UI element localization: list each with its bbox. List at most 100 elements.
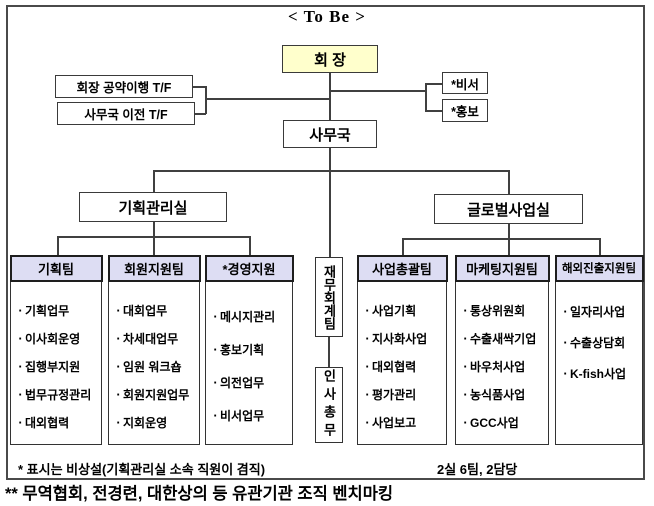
duty-label: 임원 워크숍 [123,359,182,374]
team-column-management-support: *경영지원 ·메시지관리 ·홍보기획 ·의전업무 ·비서업무 [204,254,294,445]
bullet-icon: · [116,414,121,430]
list-item: ·메시지관리 [211,300,291,333]
connector-line [425,83,427,111]
bullet-icon: · [365,302,370,318]
duty-label: 대회업무 [123,303,168,318]
duty-label: 의전업무 [220,376,265,390]
list-item: ·사업기획 [363,296,445,324]
bullet-icon: · [116,386,121,402]
connector-line [402,238,599,240]
bullet-icon: · [213,342,218,357]
staff-box-pr: *홍보 [442,99,488,122]
duty-label: 기획업무 [25,303,70,318]
duty-label: 수출새싹기업 [470,331,537,346]
chart-border [6,5,645,480]
bullet-icon: · [365,386,370,402]
team-header: 마케팅지원팀 [454,254,550,282]
list-item: ·홍보기획 [211,333,291,366]
footnote-double-asterisk: ** 무역협회, 전경련, 대한상의 등 유관기관 조직 벤치마킹 [5,485,394,503]
team-header: 회원지원팀 [107,254,201,282]
list-item: ·K-fish사업 [561,358,641,389]
duty-label: 메시지관리 [220,310,276,324]
duty-label: 지사화사업 [372,331,428,346]
bullet-icon: · [563,304,568,319]
connector-line [249,236,251,256]
connector-line [329,73,331,120]
bullet-icon: · [563,366,568,381]
duty-label: 회원지원업무 [123,387,190,402]
duty-label: 통상위원회 [470,303,526,318]
secretariat-box: 사무국 [283,120,377,148]
list-item: ·일자리사업 [561,296,641,327]
connector-line [153,170,508,172]
bullet-icon: · [116,302,121,318]
bullet-icon: · [463,414,468,430]
team-header: 기획팀 [9,254,103,282]
connector-line [330,90,425,92]
duty-label: 농식품사업 [470,387,526,402]
duty-label: 지회운영 [123,415,168,430]
duty-label: 비서업무 [220,409,265,423]
bullet-icon: · [365,358,370,374]
connector-line [195,113,206,115]
list-item: ·회원지원업무 [114,380,198,408]
list-item: ·임원 워크숍 [114,352,198,380]
list-item: ·바우처사업 [461,352,547,380]
list-item: ·지사화사업 [363,324,445,352]
list-item: ·집행부지원 [16,352,100,380]
bullet-icon: · [213,309,218,324]
bullet-icon: · [18,414,23,430]
team-duty-list: ·메시지관리 ·홍보기획 ·의전업무 ·비서업무 [211,300,291,432]
bullet-icon: · [463,302,468,318]
duty-label: GCC사업 [470,415,519,430]
bullet-icon: · [365,330,370,346]
duty-label: 법무규정관리 [25,387,92,402]
connector-line [329,148,331,257]
team-header: 사업총괄팀 [356,254,448,282]
connector-line [425,110,442,112]
list-item: ·기획업무 [16,296,100,324]
list-item: ·비서업무 [211,399,291,432]
team-duty-list: ·통상위원회 ·수출새싹기업 ·바우처사업 ·농식품사업 ·GCC사업 [461,296,547,436]
list-item: ·대회업무 [114,296,198,324]
list-item: ·수출상담회 [561,327,641,358]
team-header: 해외진출지원팀 [554,254,644,282]
bullet-icon: · [18,302,23,318]
bullet-icon: · [463,358,468,374]
finance-accounting-team-box: 재무회계팀 [315,257,343,337]
duty-label: 사업기획 [372,303,417,318]
team-column-marketing-support: 마케팅지원팀 ·통상위원회 ·수출새싹기업 ·바우처사업 ·농식품사업 ·GCC… [454,254,550,445]
bullet-icon: · [213,408,218,423]
bullet-icon: · [463,386,468,402]
duty-label: 집행부지원 [25,359,81,374]
list-item: ·의전업무 [211,366,291,399]
chairman-box: 회 장 [282,45,378,73]
list-item: ·이사회운영 [16,324,100,352]
list-item: ·평가관리 [363,380,445,408]
list-item: ·대외협력 [16,408,100,436]
connector-line [599,238,601,256]
list-item: ·지회운영 [114,408,198,436]
taskforce-box-relocation: 사무국 이전 T/F [57,102,195,125]
connector-line [205,98,330,100]
team-header: *경영지원 [204,254,294,282]
org-summary: 2실 6팀, 2담당 [437,462,518,477]
connector-line [205,86,207,114]
team-duty-list: ·일자리사업 ·수출상담회 ·K-fish사업 [561,296,641,389]
team-duty-list: ·기획업무 ·이사회운영 ·집행부지원 ·법무규정관리 ·대외협력 [16,296,100,436]
bullet-icon: · [116,330,121,346]
connector-line [508,224,510,256]
bullet-icon: · [563,335,568,350]
bullet-icon: · [213,375,218,390]
team-duty-list: ·사업기획 ·지사화사업 ·대외협력 ·평가관리 ·사업보고 [363,296,445,436]
bullet-icon: · [18,358,23,374]
team-column-business-general: 사업총괄팀 ·사업기획 ·지사화사업 ·대외협력 ·평가관리 ·사업보고 [356,254,448,445]
team-duty-list: ·대회업무 ·차세대업무 ·임원 워크숍 ·회원지원업무 ·지회운영 [114,296,198,436]
duty-label: K-fish사업 [570,367,627,381]
duty-label: 홍보기획 [220,343,265,357]
bullet-icon: · [463,330,468,346]
list-item: ·통상위원회 [461,296,547,324]
list-item: ·농식품사업 [461,380,547,408]
division-box-planning: 기획관리실 [79,192,227,222]
